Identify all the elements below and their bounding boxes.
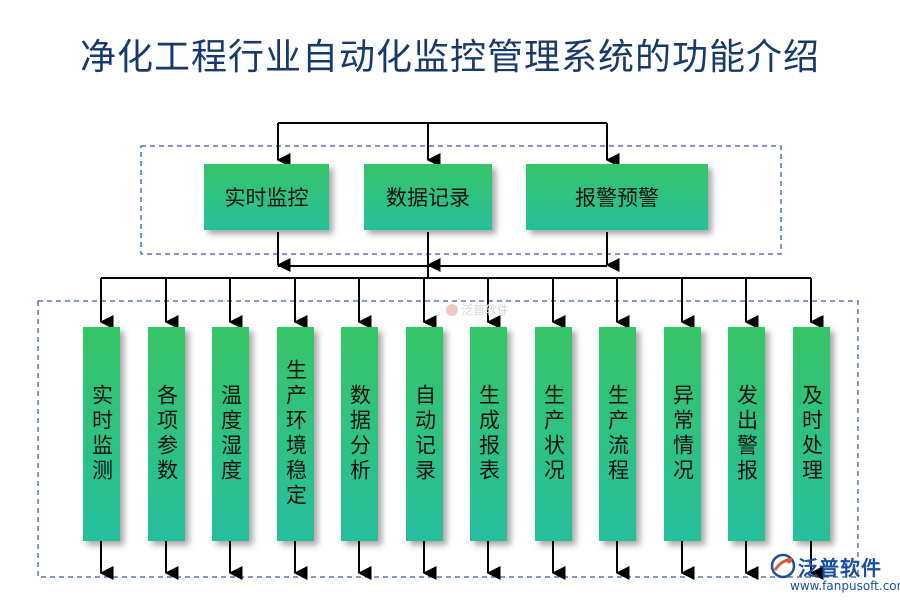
sub-function-box: 数据分析 [340, 327, 378, 541]
sub-function-box: 发出警报 [727, 327, 765, 541]
bottom-group-frame [37, 300, 859, 578]
sub-function-box: 生产环境稳定 [276, 327, 314, 541]
sub-function-box: 异常情况 [663, 327, 701, 541]
sub-function-label: 生产流程 [605, 384, 630, 484]
sub-function-box: 温度湿度 [211, 327, 249, 541]
sub-function-label: 温度湿度 [218, 384, 243, 484]
sub-function-label: 发出警报 [734, 384, 759, 484]
module-data-record: 数据记录 [364, 164, 492, 230]
module-label: 报警预警 [575, 186, 659, 210]
watermark-text: 泛普软件 [461, 303, 510, 317]
center-watermark: 泛普软件 [446, 301, 509, 318]
watermark-logo-icon [446, 303, 458, 316]
sub-function-label: 生成报表 [476, 384, 501, 484]
module-label: 数据记录 [386, 186, 470, 210]
sub-function-label: 生产环境稳定 [283, 359, 308, 509]
module-realtime-monitor: 实时监控 [204, 164, 329, 230]
module-label: 实时监控 [224, 186, 309, 210]
brand-logo: 泛普软件 www.fanpusoft.com [760, 548, 900, 600]
sub-function-box: 自动记录 [405, 327, 443, 541]
sub-function-label: 实时监测 [89, 384, 114, 484]
sub-function-box: 及时处理 [792, 327, 830, 541]
sub-function-box: 实时监测 [82, 327, 120, 541]
fanpu-logo-icon [770, 553, 796, 579]
sub-function-label: 生产状况 [541, 384, 566, 484]
sub-function-label: 及时处理 [799, 384, 824, 484]
sub-function-box: 各项参数 [147, 327, 185, 541]
sub-function-label: 各项参数 [154, 384, 179, 484]
page-title: 净化工程行业自动化监控管理系统的功能介绍 [79, 37, 820, 78]
sub-function-label: 异常情况 [670, 384, 695, 484]
brand-name: 泛普软件 [798, 556, 882, 580]
top-group-frame [140, 145, 782, 255]
sub-function-label: 数据分析 [347, 384, 372, 484]
brand-url: www.fanpusoft.com [790, 579, 900, 593]
sub-function-box: 生成报表 [469, 327, 507, 541]
sub-function-box: 生产流程 [598, 327, 636, 541]
sub-function-label: 自动记录 [412, 384, 437, 484]
sub-function-box: 生产状况 [534, 327, 572, 541]
module-alarm-warning: 报警预警 [526, 164, 708, 230]
